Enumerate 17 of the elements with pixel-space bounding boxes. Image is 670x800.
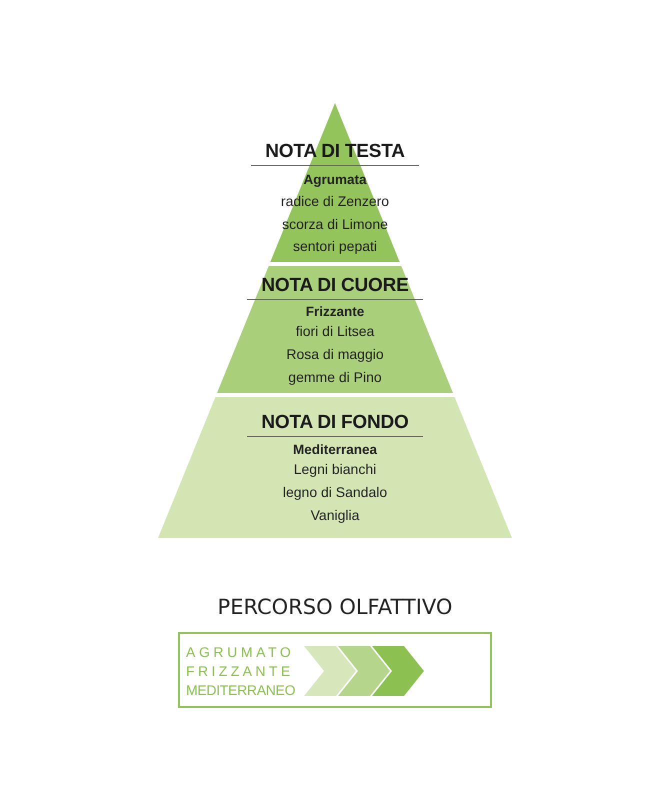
note-text: Rosa di maggio [286,346,384,362]
tier-heading: NOTA DI CUORE [247,275,423,300]
tier-subheading: Mediterranea [292,442,378,457]
route-stage-text: MEDITERRANEO [186,682,296,699]
route-stage-text: AGRUMATO [186,644,294,661]
tier-subheading: Frizzante [306,304,364,319]
note-text: sentori pepati [292,238,378,254]
section-title: PERCORSO OLFATTIVO [218,595,452,619]
note-text: legno di Sandalo [282,484,388,500]
note-text: Vaniglia [310,507,360,523]
note-text: Legni bianchi [294,461,376,477]
tier-subheading: Agrumata [303,172,366,187]
framed-panel [178,632,492,708]
note-text: gemme di Pino [288,369,382,385]
note-text: fiori di Litsea [296,323,374,339]
tier-heading: NOTA DI FONDO [247,412,423,437]
route-stage-text: FRIZZANTE [186,663,294,680]
